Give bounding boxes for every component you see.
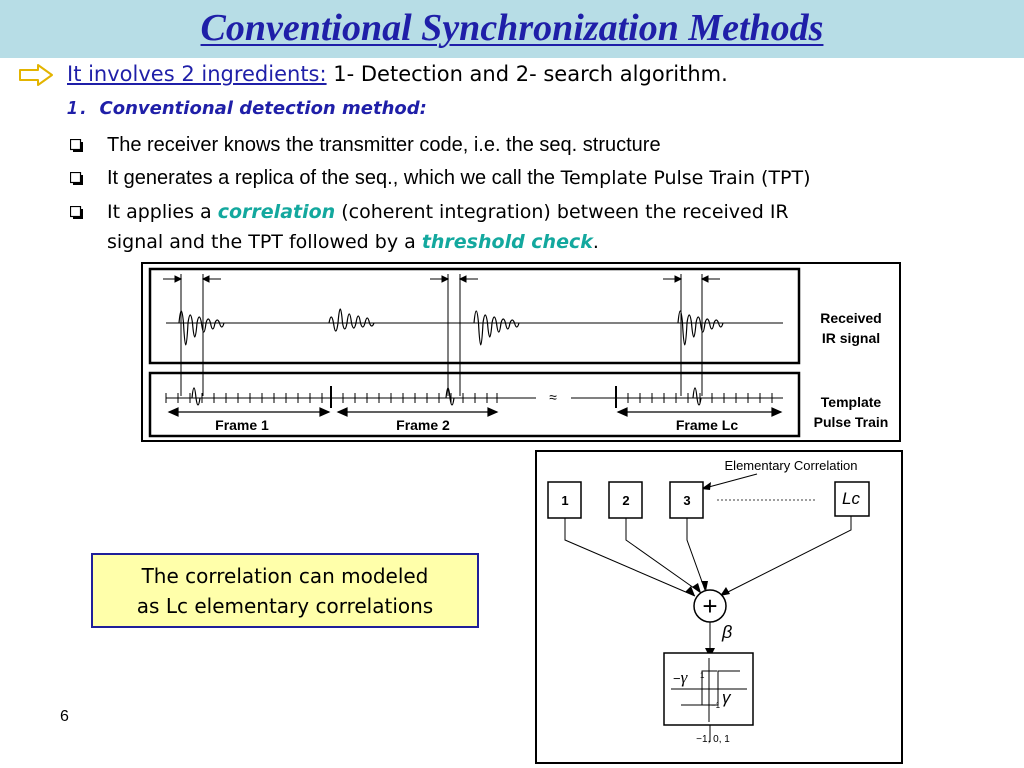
corr-box-3-label: 3: [683, 493, 690, 508]
keyword-correlation: correlation: [217, 201, 336, 223]
signal-diagram: ≈ Frame 1 Frame 2 Frame Lc Received IR s…: [141, 262, 901, 442]
window-arrow: [201, 275, 210, 283]
correlation-block-diagram: Elementary Correlation 1 2 3 Lc + β −γ 1…: [535, 450, 903, 764]
frame-arrow: [771, 407, 783, 417]
frame-arrow: [616, 407, 628, 417]
page-number: 6: [60, 708, 69, 725]
subheading: 1. Conventional detection method:: [67, 98, 427, 119]
corr-box-3: [669, 481, 704, 519]
bullet-2-post: Template Pulse Train (TPT): [560, 167, 811, 189]
template-pulse: [191, 387, 201, 406]
break-symbol: ≈: [549, 389, 557, 405]
frame-arrow: [336, 407, 348, 417]
bullet-3-line2-pre: signal and the TPT followed by a: [107, 231, 422, 253]
window-arrow: [700, 275, 709, 283]
corr-box-2-label: 2: [622, 493, 629, 508]
bullet-3-pre: It applies a: [107, 201, 218, 223]
template-train-box: [148, 371, 801, 438]
title-bar: [0, 0, 1024, 58]
template-label-2: Pulse Train: [814, 414, 889, 430]
received-label-1: Received: [820, 310, 881, 326]
received-pulse: [178, 310, 225, 346]
keyword-threshold-check: threshold check: [421, 231, 593, 253]
bullet-2-pre: It generates a replica of the seq., whic…: [107, 167, 561, 189]
plus-one-label: 1: [700, 671, 705, 680]
window-arrow: [441, 275, 450, 283]
window-arrow: [674, 275, 683, 283]
corr-box-1-label: 1: [561, 493, 568, 508]
corr-box-lc: [834, 481, 870, 517]
checkbox-bullet-icon: [70, 139, 83, 152]
template-pulse: [692, 387, 702, 406]
summation-node: [693, 589, 727, 623]
slide-title: Conventional Synchronization Methods: [200, 7, 824, 49]
frame-lc-label: Frame Lc: [676, 417, 738, 433]
summation-symbol: +: [702, 591, 717, 621]
callout-line-1: The correlation can modeled: [141, 563, 429, 588]
window-arrow: [458, 275, 467, 283]
received-pulse: [328, 308, 375, 332]
subheading-number: 1.: [67, 98, 89, 119]
checkbox-bullet-icon: [70, 172, 83, 185]
frame-arrow: [319, 407, 331, 417]
callout-box: The correlation can modeled as Lc elemen…: [91, 553, 479, 628]
gamma-label: γ: [722, 688, 732, 707]
beta-label: β: [721, 622, 732, 642]
frame-2-label: Frame 2: [396, 417, 450, 433]
checkbox-bullet-icon: [70, 206, 83, 219]
bullet-3-line-1: It applies a correlation (coherent integ…: [107, 201, 789, 223]
bullet-2: It generates a replica of the seq., whic…: [107, 167, 811, 190]
right-arrow-icon: [19, 64, 53, 86]
corr-box-lc-label: Lc: [842, 489, 860, 508]
bullet-3-end: .: [592, 231, 599, 253]
neg-gamma-label: −γ: [673, 668, 689, 687]
intro-lead: It involves 2 ingredients:: [67, 62, 327, 86]
elementary-correlation-caption: Elementary Correlation: [725, 458, 858, 473]
frame-1-label: Frame 1: [215, 417, 269, 433]
minus-one-label: −1: [711, 701, 721, 710]
template-label-1: Template: [821, 394, 882, 410]
subheading-text: Conventional detection method:: [99, 98, 427, 119]
frame-arrow: [487, 407, 499, 417]
output-values-label: −1, 0, 1: [696, 734, 730, 745]
intro-line: It involves 2 ingredients: 1- Detection …: [67, 62, 728, 86]
template-pulse: [445, 387, 455, 406]
received-pulse: [473, 310, 520, 346]
bullet-3-mid: (coherent integration) between the recei…: [335, 201, 789, 223]
frame-arrow: [167, 407, 179, 417]
received-label-2: IR signal: [822, 330, 880, 346]
received-signal-box: [148, 267, 801, 365]
received-pulse: [677, 310, 724, 346]
window-arrow: [174, 275, 183, 283]
intro-rest: 1- Detection and 2- search algorithm.: [326, 62, 728, 86]
callout-line-2: as Lc elementary correlations: [136, 593, 434, 618]
bullet-1: The receiver knows the transmitter code,…: [107, 134, 661, 156]
bullet-3-line-2: signal and the TPT followed by a thresho…: [107, 231, 599, 253]
